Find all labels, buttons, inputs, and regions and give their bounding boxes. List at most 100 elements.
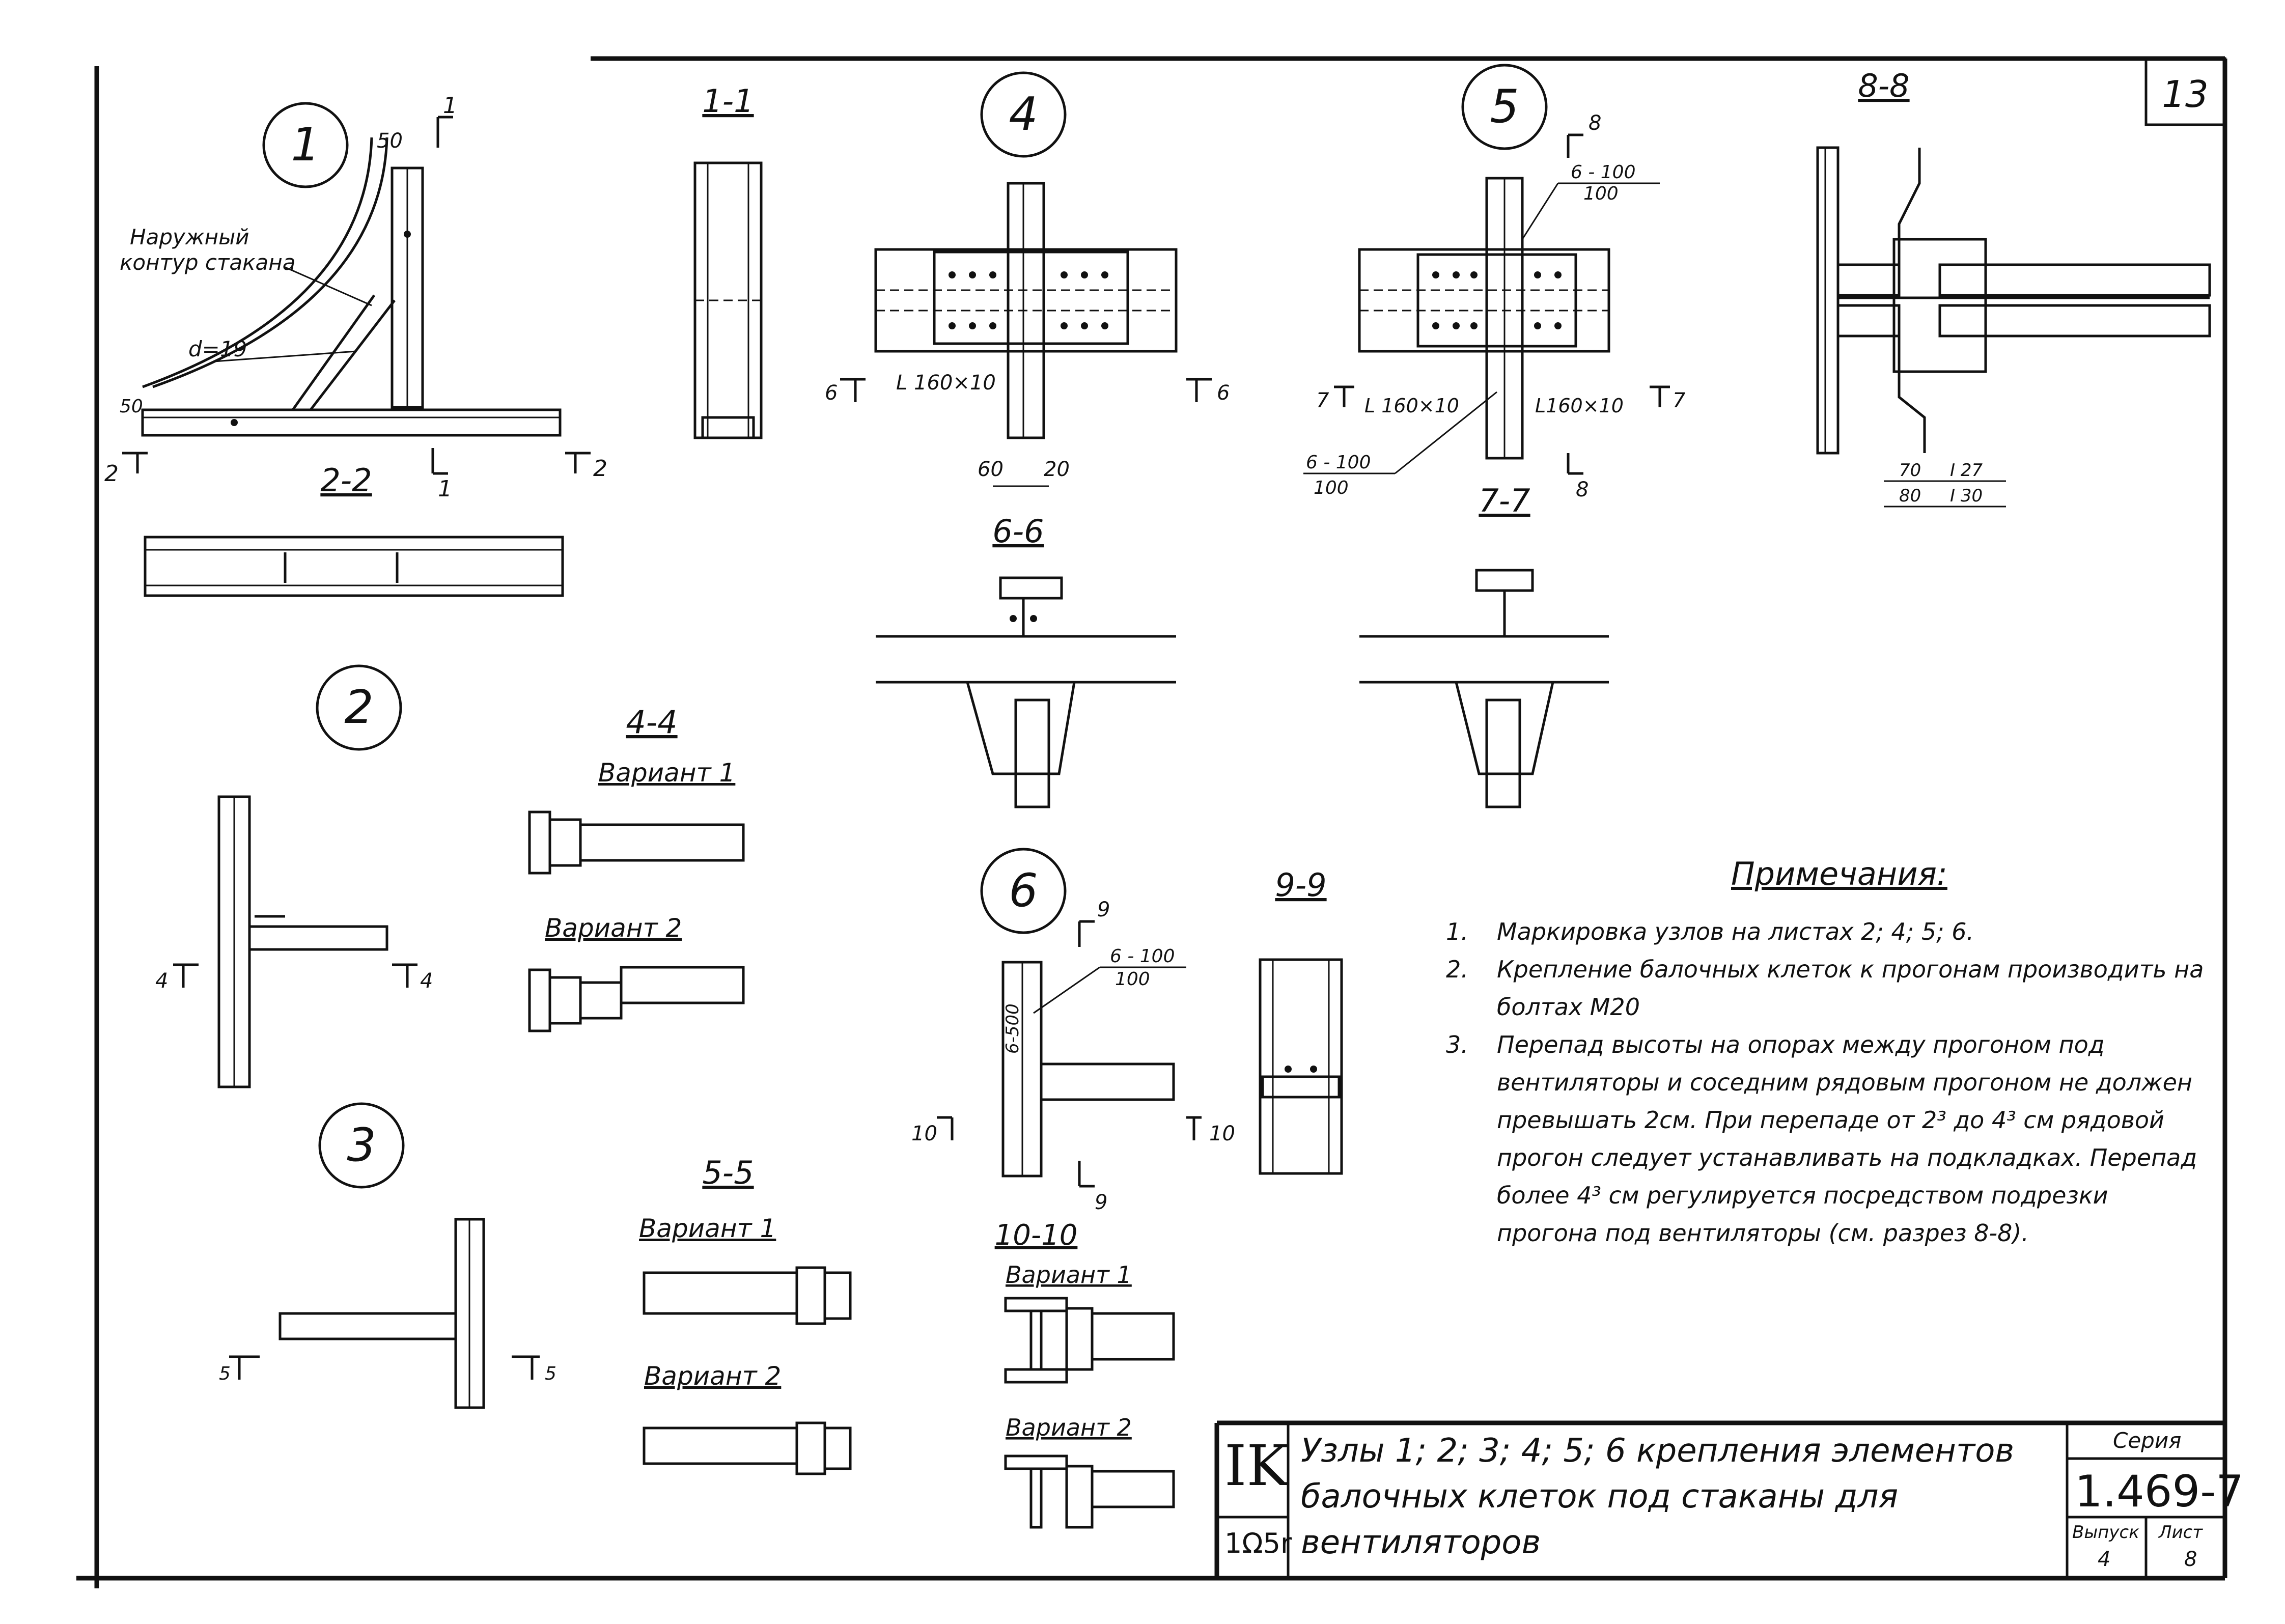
outer-contour-label-1: Наружный (130, 225, 249, 249)
node-4-detail: 4 L 160×10 6 6 60 20 (825, 71, 1230, 487)
node-5-marker (1461, 64, 1548, 150)
node-6-detail: 6 9 6 - 100 100 6-500 10 10 9 (911, 848, 1235, 1214)
cut-6-left: 6 (825, 381, 838, 405)
cut-9-top: 9 (1097, 898, 1110, 921)
outer-contour-label-2: контур стакана (120, 250, 295, 275)
note-item: 1. Маркировка узлов на листах 2; 4; 5; 6… (1446, 913, 2210, 950)
section-5-5-variant-1: Вариант 1 (639, 1214, 776, 1243)
cut-4-right: 4 (420, 969, 433, 993)
node-2-label: 2 (344, 681, 373, 734)
note-item: 2. Крепление балочных клеток к прогонам … (1446, 950, 2210, 1026)
node-4-marker (980, 71, 1067, 158)
section-10-10-title: 10-10 (995, 1219, 1078, 1252)
note-text: Перепад высоты на опорах между прогоном … (1497, 1031, 2197, 1247)
section-5-5-variant-2: Вариант 2 (644, 1361, 781, 1391)
weld-label-bottom-100: 100 (1314, 478, 1349, 498)
dim-50-left: 50 (120, 396, 143, 417)
node-3-marker (318, 1102, 405, 1189)
note-number: 1. (1446, 918, 1468, 945)
notes-title: Примечания: (1731, 855, 1947, 892)
cut-8-bottom: 8 (1576, 478, 1589, 501)
cut-2-left: 2 (104, 461, 119, 487)
node-6-marker (980, 848, 1067, 934)
title-block-sheet-label: Лист (2159, 1522, 2203, 1543)
title-block-series-label: Серия (2113, 1428, 2182, 1453)
section-4-4-title: 4-4 (626, 704, 677, 741)
section-10-10: 10-10 Вариант 1 Вариант 2 (995, 1219, 1175, 1529)
weld-label-bottom: 6 - 100 (1306, 452, 1371, 473)
sheet-number: 13 (2162, 73, 2209, 116)
node-2-marker (316, 664, 402, 751)
section-1-1-title: 1-1 (702, 82, 754, 120)
dim-i30: I 30 (1950, 486, 1983, 506)
node-6-label: 6 (1009, 864, 1038, 917)
dim-80: 80 (1899, 486, 1921, 506)
dim-70: 70 (1899, 460, 1921, 481)
note-text: Маркировка узлов на листах 2; 4; 5; 6. (1497, 918, 1974, 945)
cut-1-top: 1 (443, 93, 457, 119)
dim-50-top: 50 (377, 129, 403, 153)
cut-5-right: 5 (545, 1363, 556, 1384)
node-4-bolts (949, 271, 1108, 329)
note-text: Крепление балочных клеток к прогонам про… (1497, 956, 2204, 1021)
title-block-title: Узлы 1; 2; 3; 4; 5; 6 крепления элементо… (1301, 1432, 2015, 1561)
node-3-label: 3 (347, 1118, 376, 1172)
node-1-detail: 1 Наружный контур стакана d=19 50 50 1 1… (104, 93, 607, 502)
cut-10-left: 10 (911, 1122, 937, 1145)
section-4-4-variant-2: Вариант 2 (545, 913, 682, 943)
note-number: 3. (1446, 1031, 1468, 1058)
cut-7-right: 7 (1673, 389, 1686, 412)
weld-label-node6-100: 100 (1115, 969, 1150, 990)
dim-i27: I 27 (1950, 460, 1983, 481)
cut-9-bottom: 9 (1095, 1191, 1107, 1214)
note-number: 2. (1446, 956, 1468, 983)
dim-60: 60 (978, 458, 1004, 481)
dim-6500-vertical: 6-500 (1002, 1003, 1023, 1054)
cut-4-left: 4 (155, 969, 168, 993)
node-5-label: 5 (1490, 80, 1519, 133)
cut-1-bottom: 1 (438, 476, 452, 502)
section-8-8-title: 8-8 (1858, 67, 1909, 104)
cut-6-right: 6 (1217, 381, 1230, 405)
sheet-frame: 13 (76, 56, 2227, 1588)
section-2-2: 2-2 (144, 462, 564, 597)
section-4-4-variant-1: Вариант 1 (598, 758, 735, 788)
angle-label-node5-right: L160×10 (1535, 395, 1624, 417)
node-5-bolts (1432, 271, 1562, 329)
bolt-diameter-label: d=19 (188, 337, 247, 361)
cut-5-left: 5 (219, 1363, 231, 1384)
section-1-1: 1-1 (693, 82, 763, 439)
cut-2-right: 2 (593, 456, 607, 482)
node-3-detail: 3 5 5 (219, 1102, 556, 1409)
section-7-7: 7-7 (1359, 482, 1609, 808)
title-block-series-value: 1.469-7 (2075, 1466, 2244, 1517)
cut-10-right: 10 (1209, 1122, 1235, 1145)
node-2-detail: 2 4 4 (155, 664, 433, 1088)
notes-block: Примечания: 1. Маркировка узлов на листа… (1446, 855, 2210, 1252)
note-item: 3. Перепад высоты на опорах между прогон… (1446, 1026, 2210, 1252)
dim-20: 20 (1044, 458, 1070, 481)
section-5-5: 5-5 Вариант 1 Вариант 2 (639, 1154, 852, 1475)
title-block-issue-label: Выпуск (2072, 1522, 2139, 1543)
angle-label-node4: L 160×10 (896, 371, 996, 395)
node-1-marker (262, 102, 349, 188)
section-8-8: 8-8 70 I 27 80 I 30 (1816, 67, 2211, 508)
title-block-issue-value: 4 (2098, 1548, 2111, 1571)
section-9-9: 9-9 (1259, 866, 1343, 1175)
section-4-4: 4-4 Вариант 1 Вариант 2 (528, 704, 745, 1032)
section-6-6-title: 6-6 (992, 513, 1044, 550)
section-5-5-title: 5-5 (702, 1154, 754, 1191)
section-2-2-title: 2-2 (320, 462, 372, 499)
cut-7-left: 7 (1316, 389, 1329, 412)
weld-label-top: 6 - 100 (1571, 162, 1636, 183)
node-5-detail: 5 8 6 - 100 100 L 160×10 L160×10 7 7 6 -… (1303, 64, 1686, 501)
node-1-label: 1 (291, 118, 320, 172)
title-block-sheet-value: 8 (2184, 1548, 2197, 1571)
section-9-9-title: 9-9 (1275, 866, 1326, 904)
title-block-stamp: 1Ω5r (1224, 1527, 1292, 1559)
section-7-7-title: 7-7 (1479, 482, 1530, 519)
angle-label-node5-left: L 160×10 (1364, 395, 1459, 417)
section-10-10-variant-2: Вариант 2 (1006, 1414, 1132, 1441)
weld-label-node6: 6 - 100 (1110, 946, 1175, 967)
